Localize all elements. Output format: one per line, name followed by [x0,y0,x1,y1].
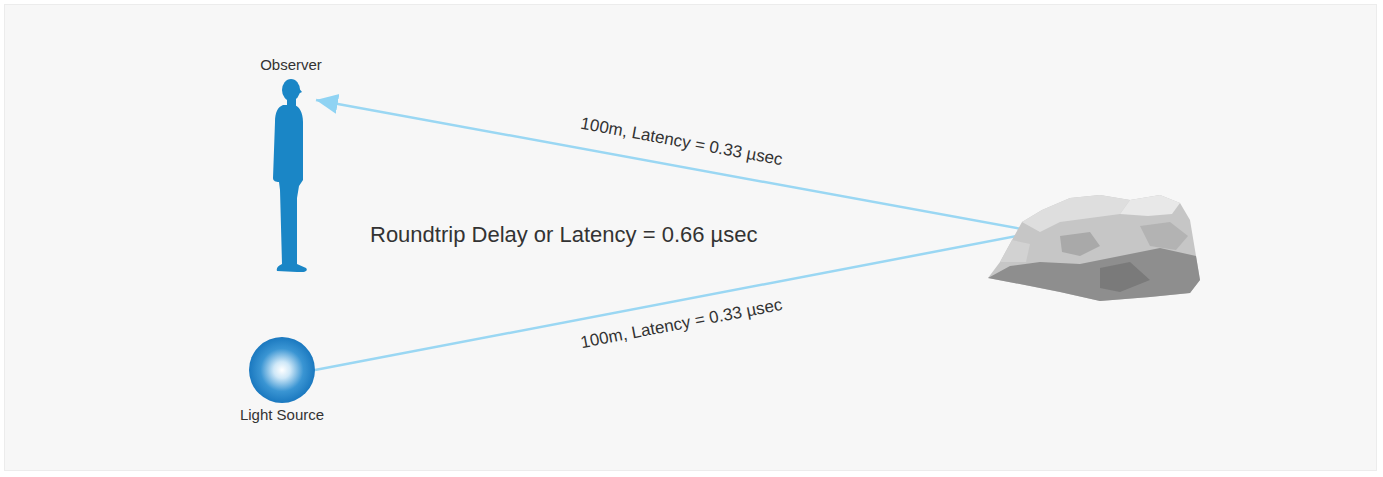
light-source-graphic [249,337,315,403]
node-label: Observer [260,56,322,74]
edge-label: 100m, Latency = 0.33 µsec [578,295,783,353]
light-ray [316,100,1038,232]
annotation-text: Roundtrip Delay or Latency = 0.66 µsec [370,222,758,248]
observer-figure-graphic [266,78,316,272]
rock-reflector-graphic [1038,190,1200,302]
light-source: Light Source [249,337,315,403]
node-label: Light Source [240,406,324,424]
light-ray [315,232,1038,370]
edge-label: 100m, Latency = 0.33 µsec [579,114,784,171]
observer-figure: Observer [266,78,316,272]
rock-reflector [1038,190,1200,302]
